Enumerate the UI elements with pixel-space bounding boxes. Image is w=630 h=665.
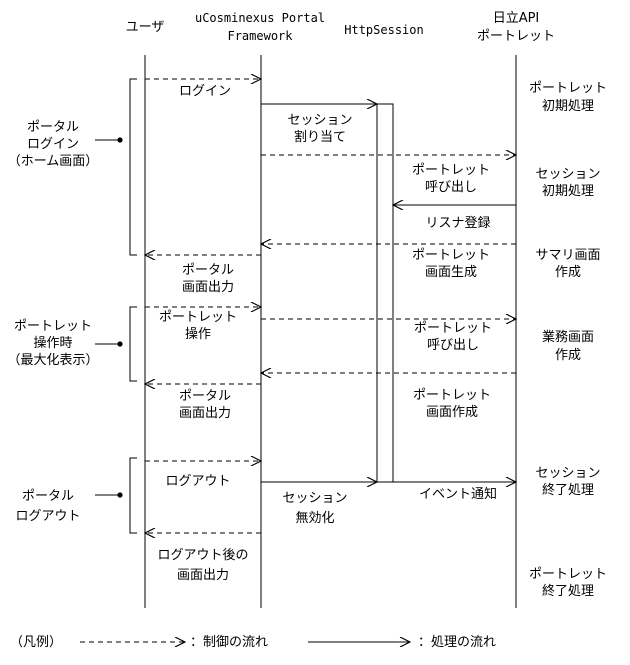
label-session-assign-line2: 割り当て	[294, 129, 346, 145]
label-portlet-screen-create-line2: 画面作成	[426, 405, 478, 420]
header-api-portlet-line1: 日立API	[493, 11, 540, 26]
action-session-init-line2: 初期処理	[542, 184, 594, 199]
label-portlet-call-1-line1: ポートレット	[412, 163, 490, 178]
bracket-portal-logout	[129, 457, 137, 534]
label-session-assign-line1: セッション	[287, 113, 352, 128]
header-user: ユーザ	[126, 20, 165, 35]
phase-portlet-operation-line1: ポートレット	[14, 319, 92, 334]
legend-label: （凡例）	[10, 635, 62, 650]
action-portlet-end-line1: ポートレット	[529, 567, 607, 582]
label-event-notify: イベント通知	[419, 486, 497, 502]
label-portlet-call-2-line2: 呼び出し	[427, 338, 479, 353]
label-logout-screen-output-line2: 画面出力	[177, 568, 229, 583]
label-listener-register: リスナ登録	[425, 216, 490, 231]
header-portal-framework-line2: Framework	[227, 29, 293, 43]
action-session-end-line2: 終了処理	[542, 482, 594, 498]
bracket-portal-login	[129, 78, 137, 256]
action-session-init-line1: セッション	[535, 167, 600, 182]
label-logout-screen-output-line1: ログアウト後の	[157, 548, 248, 563]
label-portlet-screen-generate-line1: ポートレット	[412, 248, 490, 263]
label-portal-screen-output-1-line1: ポータル	[182, 263, 234, 278]
action-portlet-init-line1: ポートレット	[529, 81, 607, 96]
label-portlet-screen-create-line1: ポートレット	[413, 388, 491, 403]
action-portlet-end-line2: 終了処理	[542, 583, 594, 599]
header-http-session: HttpSession	[344, 23, 423, 37]
label-portlet-operation-line1: ポートレット	[159, 310, 237, 325]
label-portlet-call-1-line2: 呼び出し	[425, 180, 477, 195]
label-portal-screen-output-2-line2: 画面出力	[179, 406, 231, 421]
phase-portlet-operation-dot	[117, 341, 123, 347]
phase-portlet-operation-line3: （最大化表示）	[7, 353, 98, 368]
label-session-invalidate-line2: 無効化	[295, 511, 334, 526]
label-logout: ログアウト	[165, 474, 230, 489]
label-session-invalidate-line1: セッション	[282, 491, 347, 506]
label-portal-screen-output-1-line2: 画面出力	[182, 280, 234, 295]
bracket-portlet-operation	[129, 306, 137, 382]
label-login: ログイン	[179, 84, 231, 99]
phase-portal-logout-dot	[117, 492, 123, 498]
action-summary-screen-line2: 作成	[555, 265, 581, 280]
label-portlet-operation-line2: 操作	[185, 326, 211, 342]
label-portal-screen-output-2-line1: ポータル	[179, 389, 231, 404]
action-summary-screen-line1: サマリ画面	[535, 248, 600, 263]
phase-portal-logout-line1: ポータル	[22, 489, 74, 504]
action-business-screen-line2: 作成	[555, 348, 581, 363]
legend-control-flow-label: ：制御の流れ	[190, 635, 268, 650]
action-session-end-line1: セッション	[535, 466, 600, 481]
legend-process-flow-label: ：処理の流れ	[418, 635, 496, 650]
action-portlet-init-line2: 初期処理	[542, 99, 594, 114]
phase-portal-login-dot	[117, 137, 123, 143]
phase-portal-login-line1: ポータル	[27, 120, 79, 135]
phase-portal-login-line2: ログイン	[27, 137, 79, 152]
phase-portlet-operation-line2: 操作時	[33, 335, 72, 351]
header-api-portlet-line2: ポートレット	[477, 29, 555, 44]
label-portlet-screen-generate-line2: 画面生成	[425, 265, 477, 280]
phase-portal-login-line3: （ホーム画面）	[8, 154, 99, 169]
http-session-activation	[376, 103, 394, 483]
label-portlet-call-2-line1: ポートレット	[414, 321, 492, 336]
action-business-screen-line1: 業務画面	[542, 329, 594, 345]
phase-portal-logout-line2: ログアウト	[15, 509, 80, 524]
header-portal-framework-line1: uCosminexus Portal	[195, 11, 325, 25]
